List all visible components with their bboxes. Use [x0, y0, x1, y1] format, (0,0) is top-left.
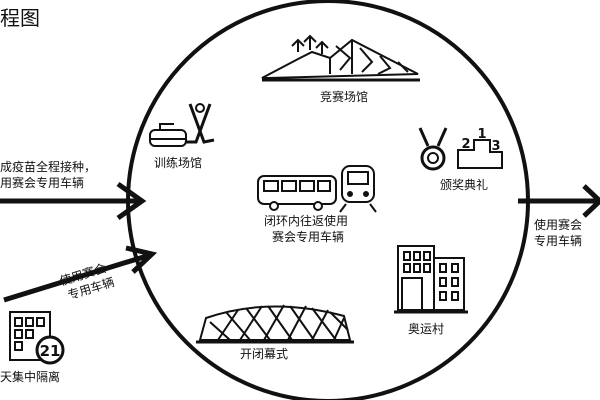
exit-label-line2: 专用车辆	[534, 234, 583, 248]
lower-entry-arrow	[3, 245, 158, 303]
podium-second: 2	[461, 137, 470, 152]
diagram-title: 程图	[0, 6, 40, 30]
ceremony-label: 开闭幕式	[240, 347, 289, 361]
center-label-line1: 闭环内往返使用	[264, 214, 349, 228]
stadium-icon	[196, 304, 354, 344]
right-exit-arrow	[518, 184, 600, 218]
olympic-village-label: 奥运村	[408, 322, 445, 336]
award-ceremony-label: 颁奖典礼	[440, 178, 489, 192]
shuttle-bus-icon	[257, 175, 337, 211]
left-entry-label-line1: 成疫苗全程接种，	[0, 160, 97, 174]
quarantine-badge-number: 21	[40, 342, 61, 360]
olympic-village-icon	[394, 245, 468, 314]
quarantine-badge-icon	[35, 335, 65, 365]
podium-first: 1	[477, 127, 486, 142]
podium-third: 3	[491, 139, 500, 154]
award-ceremony-icon	[418, 127, 503, 171]
training-venue-label: 训练场馆	[154, 156, 203, 170]
left-entry-label-line2: 用赛会专用车辆	[0, 176, 85, 190]
training-venue-icon	[149, 103, 215, 147]
competition-venue-icon	[261, 34, 420, 82]
exit-label-line1: 使用赛会	[534, 218, 583, 232]
left-entry-arrow	[0, 181, 147, 221]
competition-venue-label: 竞赛场馆	[320, 90, 369, 104]
quarantine-label: 天集中隔离	[0, 370, 61, 384]
center-label-line2: 赛会专用车辆	[272, 230, 345, 244]
train-icon	[339, 165, 377, 213]
